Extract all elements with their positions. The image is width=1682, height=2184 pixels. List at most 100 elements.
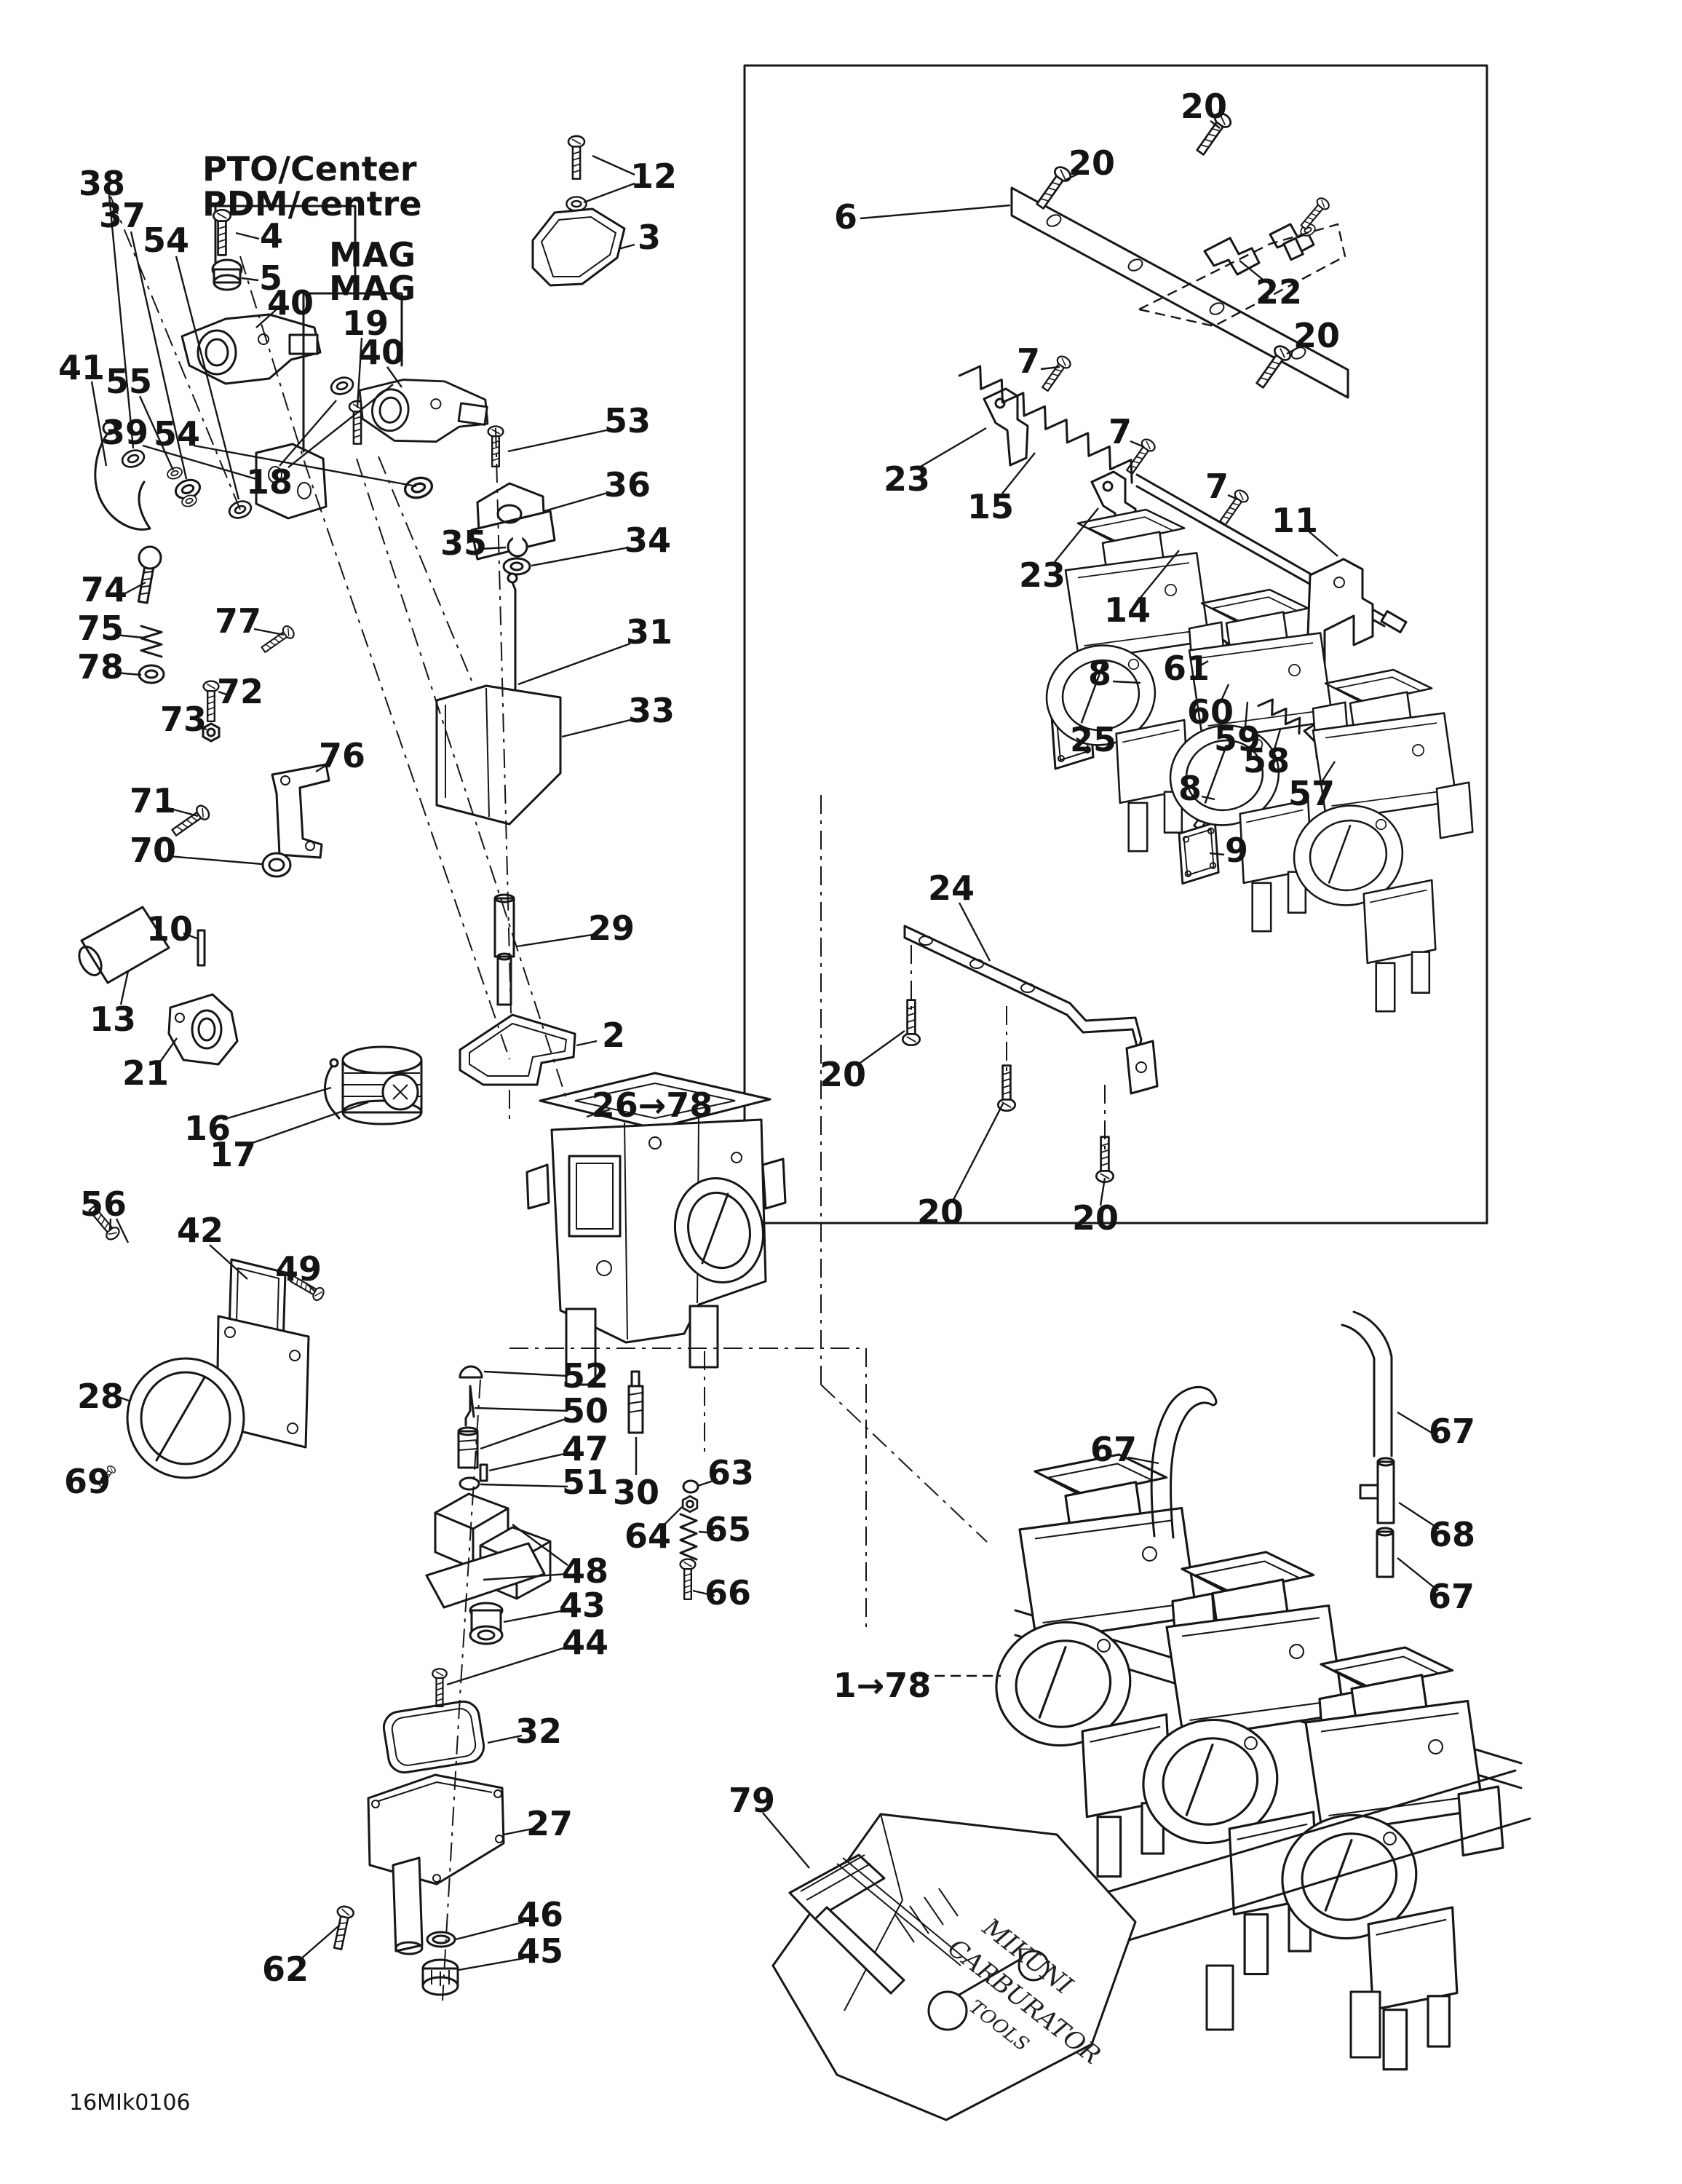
callout-11: 11 xyxy=(1272,501,1318,540)
linkage-group xyxy=(78,906,423,1125)
callout-70: 70 xyxy=(130,831,176,870)
leader-42 xyxy=(209,1244,248,1280)
callout-45: 45 xyxy=(517,1931,563,1971)
throttle-arm-40-mag xyxy=(352,368,494,454)
leader-15 xyxy=(1001,452,1036,494)
bracket-39 xyxy=(255,443,328,520)
o-ring-51 xyxy=(459,1476,480,1491)
float-bowl-group xyxy=(329,1365,552,1996)
o-ring-46 xyxy=(426,1931,456,1948)
callout-53: 53 xyxy=(604,401,651,440)
leader-54 xyxy=(193,444,417,488)
callout-24: 24 xyxy=(928,869,975,908)
leader-20 xyxy=(1063,172,1080,182)
leader-41 xyxy=(90,381,108,467)
callout-60: 60 xyxy=(1187,692,1234,732)
screw-7-a xyxy=(1038,353,1074,395)
subassembly-frame-box xyxy=(743,64,1488,1224)
centerline-0 xyxy=(239,256,510,1060)
callout-1→78: 1→78 xyxy=(833,1666,932,1705)
leader-53 xyxy=(507,428,611,453)
callout-52: 52 xyxy=(562,1356,608,1396)
callout-10: 10 xyxy=(146,909,193,949)
tube-29 xyxy=(493,897,515,958)
leader-7 xyxy=(1040,365,1060,371)
cable-41 xyxy=(94,430,151,531)
centerline-1 xyxy=(356,458,568,1104)
callout-79: 79 xyxy=(729,1781,775,1820)
leader-18 xyxy=(279,400,337,467)
adapter-ring-28 xyxy=(126,1357,245,1479)
leader-37 xyxy=(130,231,188,480)
callout-72: 72 xyxy=(217,672,263,711)
bowl-gasket-32 xyxy=(382,1700,485,1774)
leader-69 xyxy=(100,1473,108,1481)
callout-7: 7 xyxy=(1017,341,1040,381)
shaft-13 xyxy=(80,906,170,984)
leader-48 xyxy=(512,1524,568,1566)
leader-2 xyxy=(576,1040,598,1047)
callout-59: 59 xyxy=(1214,719,1261,759)
leader-21 xyxy=(159,1037,178,1064)
callout-6: 6 xyxy=(834,197,857,237)
leader-3 xyxy=(618,243,635,250)
callout-48: 48 xyxy=(562,1551,608,1591)
leader-67 xyxy=(1397,1557,1439,1591)
leader-50 xyxy=(474,1406,568,1412)
callout-14: 14 xyxy=(1104,590,1151,630)
callout-8: 8 xyxy=(1088,654,1111,693)
callout-55: 55 xyxy=(106,362,152,401)
callout-46: 46 xyxy=(517,1895,563,1934)
callout-73: 73 xyxy=(160,700,207,739)
spring-16 xyxy=(323,1063,341,1120)
leader-52 xyxy=(483,1370,568,1377)
screw-62 xyxy=(329,1904,356,1952)
leader-20 xyxy=(951,1103,1004,1202)
hose-67-tall xyxy=(1341,1310,1393,1457)
leader-70 xyxy=(167,855,263,866)
callout-19: 19 xyxy=(342,304,389,343)
leader-68 xyxy=(1398,1501,1440,1530)
nut-64 xyxy=(681,1495,699,1514)
callout-62: 62 xyxy=(262,1950,309,1989)
callout-71: 71 xyxy=(130,781,176,820)
screw-20-f xyxy=(1095,1136,1115,1184)
callout-26→78: 26→78 xyxy=(592,1085,713,1125)
callout-37: 37 xyxy=(99,196,146,235)
cover-3 xyxy=(531,207,626,287)
fitting-68 xyxy=(1376,1460,1395,1524)
leader-56 xyxy=(115,1218,130,1243)
washer-34 xyxy=(502,557,531,576)
leader-48 xyxy=(483,1572,568,1581)
leader-44 xyxy=(446,1645,568,1686)
callout-41: 41 xyxy=(58,348,105,387)
screw-66 xyxy=(679,1558,697,1601)
callout-22: 22 xyxy=(1255,272,1302,312)
callout-57: 57 xyxy=(1288,774,1335,813)
leader-39 xyxy=(142,444,257,480)
carb-body-main xyxy=(525,1072,787,1386)
centerline-10 xyxy=(820,1384,988,1543)
leader-65 xyxy=(698,1530,715,1535)
callout-27: 27 xyxy=(526,1804,573,1843)
callout-42: 42 xyxy=(177,1211,223,1250)
leader-8 xyxy=(1112,680,1141,684)
float-hinge-plate xyxy=(425,1542,546,1609)
callout-47: 47 xyxy=(562,1429,608,1468)
callout-32: 32 xyxy=(515,1712,562,1751)
callout-23: 23 xyxy=(884,459,930,499)
screw-12 xyxy=(567,135,586,180)
tube-gasket xyxy=(459,893,576,1086)
mag-group xyxy=(302,292,494,454)
callout-12: 12 xyxy=(630,157,677,196)
callout-33: 33 xyxy=(628,691,675,730)
leader-23 xyxy=(919,427,987,469)
callout-39: 39 xyxy=(102,413,148,452)
callout-28: 28 xyxy=(77,1377,124,1416)
callout-40: 40 xyxy=(358,333,405,372)
leader-34 xyxy=(531,546,630,567)
leader-59 xyxy=(1244,701,1249,728)
leader-49 xyxy=(305,1282,316,1292)
